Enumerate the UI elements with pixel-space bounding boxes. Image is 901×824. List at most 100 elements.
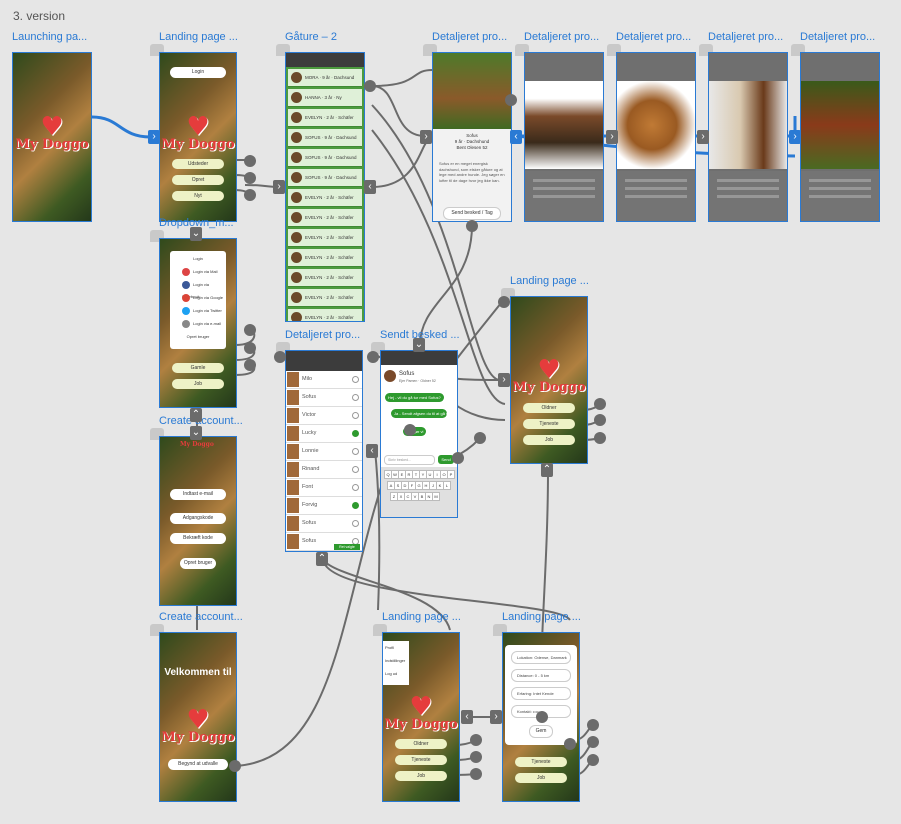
hotspot-connector[interactable] [244,359,256,371]
done-button[interactable]: Ret valgte [334,544,360,550]
hotspot-connector[interactable] [474,432,486,444]
hotspot-connector[interactable] [244,342,256,354]
select-radio[interactable] [352,466,359,473]
link-arrow-icon[interactable]: › [789,130,801,144]
hotspot-connector[interactable] [244,324,256,336]
artboard-detail-1[interactable]: Detaljeret pro... Sofus 9 år · Dachshund… [423,31,512,222]
hotspot-connector[interactable] [229,760,241,772]
dog-list-item[interactable]: Sofus [286,389,362,407]
hotspot-connector[interactable] [594,432,606,444]
select-radio[interactable] [352,520,359,527]
hotspot-connector[interactable] [466,220,478,232]
option-button[interactable]: Oldner [523,403,575,413]
hotspot-connector[interactable] [470,768,482,780]
login-button[interactable]: Login [170,67,226,78]
send-button[interactable]: Send [438,455,454,464]
hotspot-connector[interactable] [244,155,256,167]
walk-list-item[interactable]: EVELYN · 2 år · Schäfer [288,189,362,207]
keyboard-key[interactable]: L [443,481,451,490]
walk-list-item[interactable]: SOFUS · 9 år · Dachsund [288,169,362,187]
walk-list-item[interactable]: EVELYN · 2 år · Schäfer [288,289,362,307]
option-button[interactable]: Opret [172,175,224,185]
link-arrow-icon[interactable]: › [697,130,709,144]
experience-field[interactable]: Erfaring: Intet Kende [511,687,571,700]
option-button[interactable]: Job [515,773,567,783]
message-input[interactable]: Skriv besked... [384,455,435,465]
chevron-down-icon[interactable]: ⌄ [190,426,202,440]
walk-list-item[interactable]: EVELYN · 2 år · Schäfer [288,109,362,127]
artboard-landing-4[interactable]: Landing page ... Lokation: Odense, Danma… [493,611,581,802]
link-arrow-icon[interactable]: › [498,373,510,387]
walk-list-item[interactable]: HANNA · 3 år · Ny Bestillede [288,89,362,117]
artboard-detail-5[interactable]: Detaljeret pro... [791,31,880,222]
artboard-landing-2[interactable]: Landing page ... ♥My Doggo Oldner Tjenes… [501,275,589,464]
menu-item[interactable]: Login via Google [182,292,223,304]
artboard-create-1[interactable]: Create account... My Doggo Indtast e-mai… [150,415,243,606]
walk-list-item[interactable]: SOFUS · 9 år · Dachsund [288,129,362,147]
email-field[interactable]: Indtast e-mail [170,489,226,500]
option-button[interactable]: Tjeneste [515,757,567,767]
walk-list-item[interactable]: EVELYN · 2 år · Schäfer [288,249,362,267]
password-field[interactable]: Adgangskode [170,513,226,524]
side-menu-item[interactable]: Log ud [385,671,398,676]
link-arrow-icon[interactable]: › [490,710,502,724]
confirm-password-field[interactable]: Bekræft kode [170,533,226,544]
artboard-sendt[interactable]: Sendt besked ... Sofus Ejer Pamen · Oldn… [371,329,460,518]
select-radio[interactable] [352,430,359,437]
dog-list-item[interactable]: Lonnie [286,443,362,461]
chevron-down-icon[interactable]: ⌄ [413,338,425,352]
artboard-detail-2[interactable]: Detaljeret pro... [515,31,604,222]
chevron-up-icon[interactable]: ⌃ [316,552,328,566]
select-radio[interactable] [352,448,359,455]
option-button[interactable]: Oldner [395,739,447,749]
create-user-button[interactable]: Opret bruger [180,558,216,569]
walk-list-item[interactable]: EVELYN · 2 år · Schäfer [288,229,362,247]
option-button[interactable]: Job [172,379,224,389]
link-arrow-icon[interactable]: › [273,180,285,194]
dog-list-item[interactable]: Font [286,479,362,497]
hotspot-connector[interactable] [505,94,517,106]
dog-list-item[interactable]: Victor [286,407,362,425]
dog-list-item[interactable]: Forvig [286,497,362,515]
artboard-detail-3[interactable]: Detaljeret pro... [607,31,696,222]
artboard-landing-1[interactable]: Landing page ... Login ♥My Doggo Udstede… [150,31,238,222]
option-button[interactable]: Job [523,435,575,445]
back-arrow-icon[interactable]: ‹ [510,130,522,144]
menu-item[interactable]: Opret bruger [170,331,226,343]
send-message-button[interactable]: Send besked / Tag kontakt [443,207,501,220]
dog-list-item[interactable]: Sofus [286,515,362,533]
chevron-up-icon[interactable]: ⌃ [190,408,202,422]
select-radio[interactable] [352,376,359,383]
option-button[interactable]: Tjeneste [523,419,575,429]
hotspot-connector[interactable] [404,424,416,436]
hotspot-connector[interactable] [452,452,464,464]
keyboard-key[interactable]: M [432,492,440,501]
link-arrow-icon[interactable]: › [148,130,160,144]
artboard-launching[interactable]: Launching pa... ♥My Doggo [12,31,92,222]
link-arrow-icon[interactable]: › [420,130,432,144]
hotspot-connector[interactable] [587,754,599,766]
dog-list-item[interactable]: Lucky [286,425,362,443]
option-button[interactable]: Nyt [172,191,224,201]
artboard-create-2[interactable]: Create account... Velkommen til ♥My Dogg… [150,611,243,802]
chevron-down-icon[interactable]: ⌄ [190,227,202,241]
dog-list-item[interactable]: Milo [286,371,362,389]
side-menu-item[interactable]: Profil [385,645,395,650]
hotspot-connector[interactable] [594,414,606,426]
select-radio[interactable] [352,502,359,509]
side-menu-item[interactable]: Indstillinger [385,658,406,663]
option-button[interactable]: Udsteder [172,159,224,169]
save-button[interactable]: Gem [529,725,553,738]
hotspot-connector[interactable] [564,738,576,750]
distance-field[interactable]: Distance: 0 - 5 km [511,669,571,682]
option-button[interactable]: Job [395,771,447,781]
hotspot-connector[interactable] [536,711,548,723]
link-arrow-icon[interactable]: › [606,130,618,144]
artboard-detail-4[interactable]: Detaljeret pro... [699,31,788,222]
menu-item[interactable]: Login via Facebook [182,279,226,299]
hotspot-connector[interactable] [587,719,599,731]
back-arrow-icon[interactable]: ‹ [364,180,376,194]
